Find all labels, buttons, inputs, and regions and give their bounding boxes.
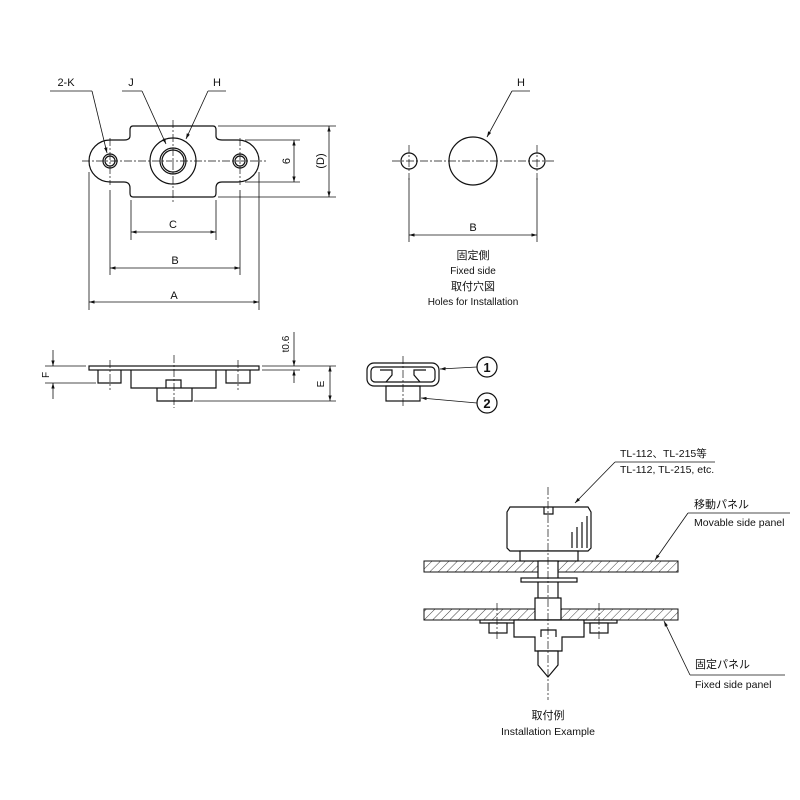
part-2-number: 2 — [483, 396, 490, 411]
side-view: F t0.6 E 1 2 — [41, 332, 498, 414]
top-view: 6 (D) C B A 2-K J H — [50, 77, 336, 310]
title-en: Fixed side — [450, 266, 496, 277]
dim-b: B — [469, 222, 476, 234]
fixed-panel-label-jp: 固定パネル — [695, 657, 750, 671]
label-j: J — [128, 77, 134, 89]
screw-tip — [537, 650, 559, 678]
screw-label-jp: TL-112、TL-215等 — [620, 447, 707, 460]
label-h: H — [213, 77, 221, 89]
part-2-callout — [476, 392, 498, 414]
screw-label-en: TL-112, TL-215, etc. — [620, 464, 714, 476]
movable-panel-label-en: Movable side panel — [694, 517, 784, 529]
subtitle-en: Holes for Installation — [428, 297, 519, 308]
movable-panel-label-jp: 移動パネル — [694, 497, 749, 511]
dim-d: (D) — [315, 153, 327, 168]
dim-a: A — [170, 290, 178, 302]
part-1-callout — [476, 356, 498, 378]
installation-title-en: Installation Example — [501, 726, 595, 738]
installation-title-jp: 取付例 — [532, 708, 565, 722]
fixed-side-holes-view: B H 固定側 Fixed side 取付穴図 Holes for Instal… — [392, 77, 554, 308]
plate-outline — [88, 125, 260, 198]
title-jp: 固定側 — [457, 248, 490, 262]
dim-e: E — [316, 380, 327, 387]
dim-6: 6 — [281, 158, 293, 164]
dim-b: B — [171, 255, 178, 267]
dim-t: t0.6 — [281, 335, 292, 352]
part-1-number: 1 — [483, 360, 490, 375]
label-h: H — [517, 77, 525, 89]
dim-f: F — [41, 372, 52, 378]
screw-knob — [506, 506, 592, 552]
installation-example: TL-112、TL-215等 TL-112, TL-215, etc. 移動パネ… — [423, 447, 790, 738]
subtitle-jp: 取付穴図 — [451, 279, 495, 293]
fixed-panel-label-en: Fixed side panel — [695, 679, 771, 691]
label-2k: 2-K — [57, 77, 75, 89]
dim-c: C — [169, 219, 177, 231]
